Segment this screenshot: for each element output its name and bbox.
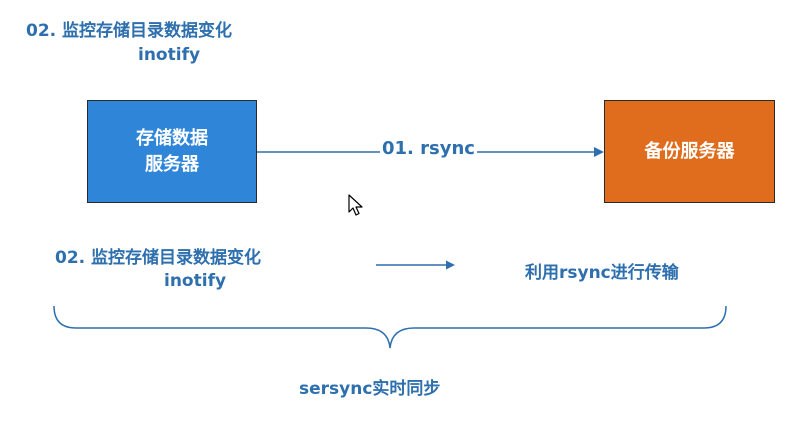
sync-brace: [53, 305, 727, 349]
backup-server-box: 备份服务器: [604, 100, 775, 203]
title-line1: 02. 监控存储目录数据变化: [26, 21, 233, 41]
mouse-cursor-icon: [348, 194, 363, 216]
storage-server-label-line1: 存储数据: [136, 127, 208, 149]
rsync-connector-arrowhead: [594, 147, 604, 157]
backup-server-label: 备份服务器: [644, 140, 735, 162]
storage-server-box: 存储数据 服务器: [87, 100, 257, 203]
transfer-arrowhead: [446, 260, 455, 270]
monitor-text-line2: inotify: [164, 271, 227, 291]
title-line2: inotify: [138, 45, 201, 65]
storage-server-label-line2: 服务器: [145, 153, 199, 175]
sersync-summary-label: sersync实时同步: [299, 379, 441, 399]
rsync-connector-label: 01. rsync: [380, 138, 477, 159]
monitor-text-line1: 02. 监控存储目录数据变化: [55, 248, 262, 268]
transfer-text: 利用rsync进行传输: [525, 263, 679, 283]
